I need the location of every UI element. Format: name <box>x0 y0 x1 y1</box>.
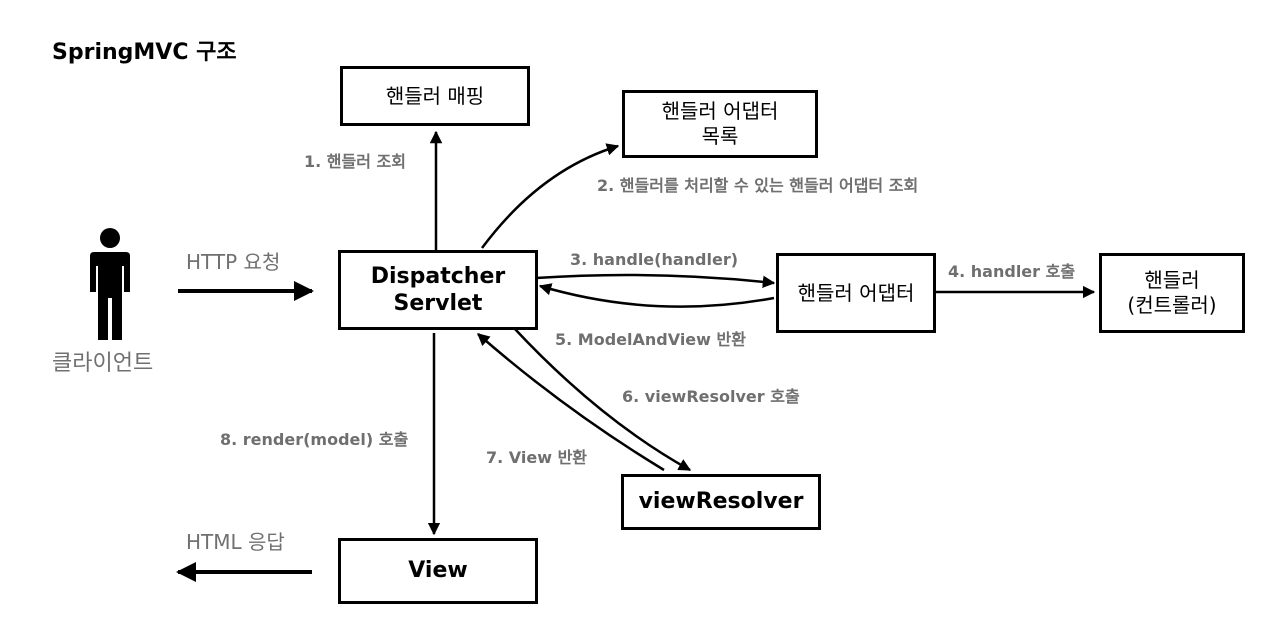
step4-label: 4. handler 호출 <box>948 262 1076 281</box>
handler-line2: (컨트롤러) <box>1127 293 1217 317</box>
step2-arrow <box>480 143 620 249</box>
client-label: 클라이언트 <box>52 351 154 376</box>
html-response-label: HTML 응답 <box>186 530 285 554</box>
view-resolver-label: viewResolver <box>638 489 804 515</box>
step1-label: 1. 핸들러 조회 <box>304 152 406 171</box>
step3-label: 3. handle(handler) <box>570 250 739 269</box>
step3-arrow <box>535 273 776 288</box>
dispatcher-line2: Servlet <box>393 291 483 316</box>
handler-box: 핸들러 (컨트롤러) <box>1099 253 1245 333</box>
handler-adapter-list-line1: 핸들러 어댑터 <box>661 99 779 123</box>
view-label: View <box>408 558 468 584</box>
step5-label: 5. ModelAndView 반환 <box>555 330 746 349</box>
handler-mapping-label: 핸들러 매핑 <box>385 83 485 108</box>
step6-arrow <box>513 327 692 472</box>
handler-adapter-box: 핸들러 어댑터 <box>776 253 936 333</box>
step6-label: 6. viewResolver 호출 <box>622 387 800 406</box>
view-box: View <box>338 538 538 604</box>
step2-label: 2. 핸들러를 처리할 수 있는 핸들러 어댑터 조회 <box>597 176 919 195</box>
person-icon <box>90 228 130 340</box>
http-request-label: HTTP 요청 <box>186 250 281 274</box>
handler-adapter-list-box: 핸들러 어댑터 목록 <box>622 90 818 158</box>
view-resolver-box: viewResolver <box>621 474 821 530</box>
handler-mapping-box: 핸들러 매핑 <box>340 66 530 126</box>
step5-arrow <box>538 283 775 308</box>
handler-adapter-list-line2: 목록 <box>701 124 739 148</box>
page-title: SpringMVC 구조 <box>52 40 237 65</box>
handler-line1: 핸들러 <box>1144 268 1200 292</box>
dispatcher-servlet-box: Dispatcher Servlet <box>338 250 538 330</box>
step8-label: 8. render(model) 호출 <box>220 430 409 449</box>
handler-adapter-label: 핸들러 어댑터 <box>797 280 915 305</box>
step7-arrow <box>477 333 665 472</box>
step7-label: 7. View 반환 <box>486 448 588 467</box>
dispatcher-line1: Dispatcher <box>370 263 506 289</box>
